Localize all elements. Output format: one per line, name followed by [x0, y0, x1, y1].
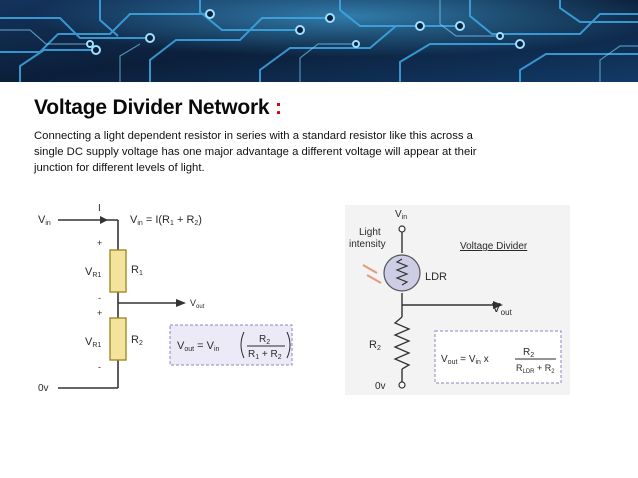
circuit-board-image — [0, 0, 638, 82]
ldr-divider-diagram: Vin LDR Light intensity Voltage Divider … — [345, 205, 570, 395]
ldr-vin-label: Vin — [395, 209, 407, 221]
slide-title-colon: : — [269, 96, 282, 119]
light-label-line1: Light — [359, 227, 381, 238]
circuit-banner — [0, 0, 638, 82]
ldr-body — [383, 254, 421, 292]
vin-terminal — [398, 225, 406, 233]
slide-body-text: Connecting a light dependent resistor in… — [34, 130, 477, 174]
r2-label: R2 — [131, 334, 143, 347]
ldr-vout-arrow-icon — [493, 301, 503, 309]
right-paren — [286, 331, 291, 359]
vout-arrow-icon — [176, 299, 186, 307]
ldr-resistor-icon — [395, 258, 409, 286]
left-paren — [240, 331, 245, 359]
vr1-label: VR1 — [85, 266, 101, 279]
voltage-divider-diagram: Vin I Vin = I(R1 + R2) + - + - VR1 R1 Vo… — [30, 200, 310, 405]
light-label-line2: intensity — [349, 239, 386, 250]
ldr-formula-denominator: RLDR + R2 — [516, 363, 555, 375]
ldr-formula-box — [434, 330, 562, 384]
formula-numerator: R2 — [259, 334, 270, 346]
series-equation: Vin = I(R1 + R2) — [130, 214, 202, 227]
r1-label: R1 — [131, 264, 143, 277]
light-arrows-icon — [362, 264, 382, 284]
vout-label: Vout — [190, 298, 205, 310]
ldr-formula-numerator: R2 — [523, 347, 534, 359]
plus-mark-1: + — [97, 238, 102, 248]
ldr-label: LDR — [425, 271, 447, 283]
ground-terminal — [398, 381, 406, 389]
formula-denominator: R1 + R2 — [248, 349, 282, 361]
r2-resistor-icon — [393, 316, 411, 370]
vin-label: Vin — [38, 214, 51, 227]
ldr-vout-label: Vout — [492, 300, 513, 317]
current-label: I — [98, 203, 101, 214]
slide-title-text: Voltage Divider Network — [34, 96, 270, 119]
ldr-ground-label: 0v — [375, 381, 386, 392]
ldr-divider-svg: Vin LDR Light intensity Voltage Divider … — [345, 205, 570, 395]
resistor-r2 — [109, 317, 127, 361]
formula-lhs: Vout = Vin — [177, 340, 220, 353]
diagram-title: Voltage Divider — [460, 241, 528, 252]
plus-mark-2: + — [97, 308, 102, 318]
minus-mark-2: - — [98, 362, 101, 372]
formula-box — [169, 324, 293, 366]
vr2-label: VR1 — [85, 336, 101, 349]
resistor-r1 — [109, 249, 127, 293]
voltage-divider-svg: Vin I Vin = I(R1 + R2) + - + - VR1 R1 Vo… — [38, 203, 293, 394]
ldr-formula-lhs: Vout = Vin x — [441, 354, 489, 366]
slide-title: Voltage Divider Network : — [34, 96, 282, 120]
ground-label: 0v — [38, 383, 49, 394]
minus-mark-1: - — [98, 293, 101, 303]
current-arrow-icon — [100, 216, 108, 224]
ldr-r2-label: R2 — [369, 339, 381, 352]
